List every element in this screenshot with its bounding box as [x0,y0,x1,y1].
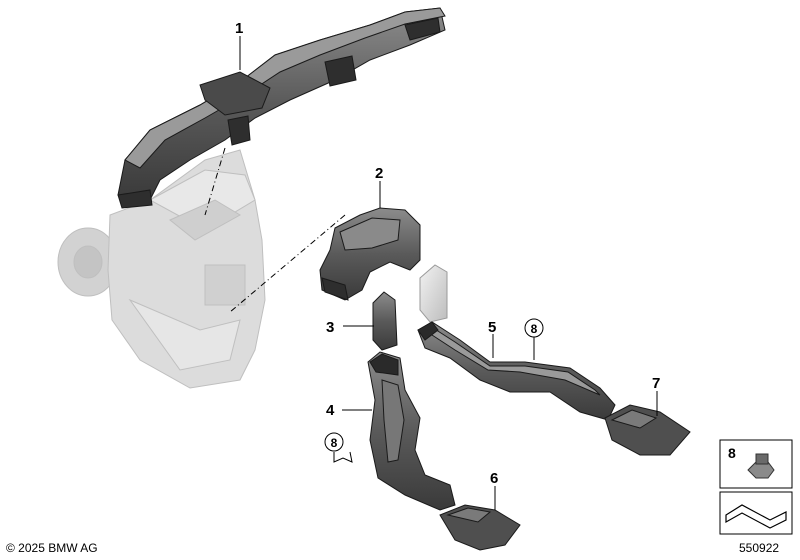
legend-part-number: 8 [728,445,736,461]
callout-4: 4 [326,402,335,419]
part-1-dashboard-duct [117,7,446,209]
callout-7: 7 [652,375,660,392]
circled-callout-8-upper: 8 [531,322,538,336]
legend-screw-box [719,491,793,535]
legend-part-8: 8 [719,439,793,489]
callouts: 1 2 3 4 5 6 7 [235,20,660,487]
callout-5: 5 [488,319,496,336]
circled-callout-8-lower: 8 [331,436,338,450]
trim-piece [419,264,448,323]
callout-3: 3 [326,319,334,336]
part-6-outlet [439,504,521,551]
circled-callouts: 8 8 [324,318,544,452]
part-3-connector [372,291,398,351]
bracket-icon [725,504,787,529]
callout-2: 2 [375,165,383,182]
part-5-floor-duct [417,321,616,421]
clip-nut-icon [747,453,775,479]
part-7-outlet [604,404,691,456]
leader-lines [239,36,658,510]
copyright: © 2025 BMW AG [6,541,98,555]
diagram-number: 550922 [739,541,780,555]
part-4-rear-duct-left [367,351,456,511]
callout-1: 1 [235,20,243,37]
callout-6: 6 [490,470,498,487]
part-2-center-duct [319,207,421,301]
hvac-housing [57,149,266,389]
